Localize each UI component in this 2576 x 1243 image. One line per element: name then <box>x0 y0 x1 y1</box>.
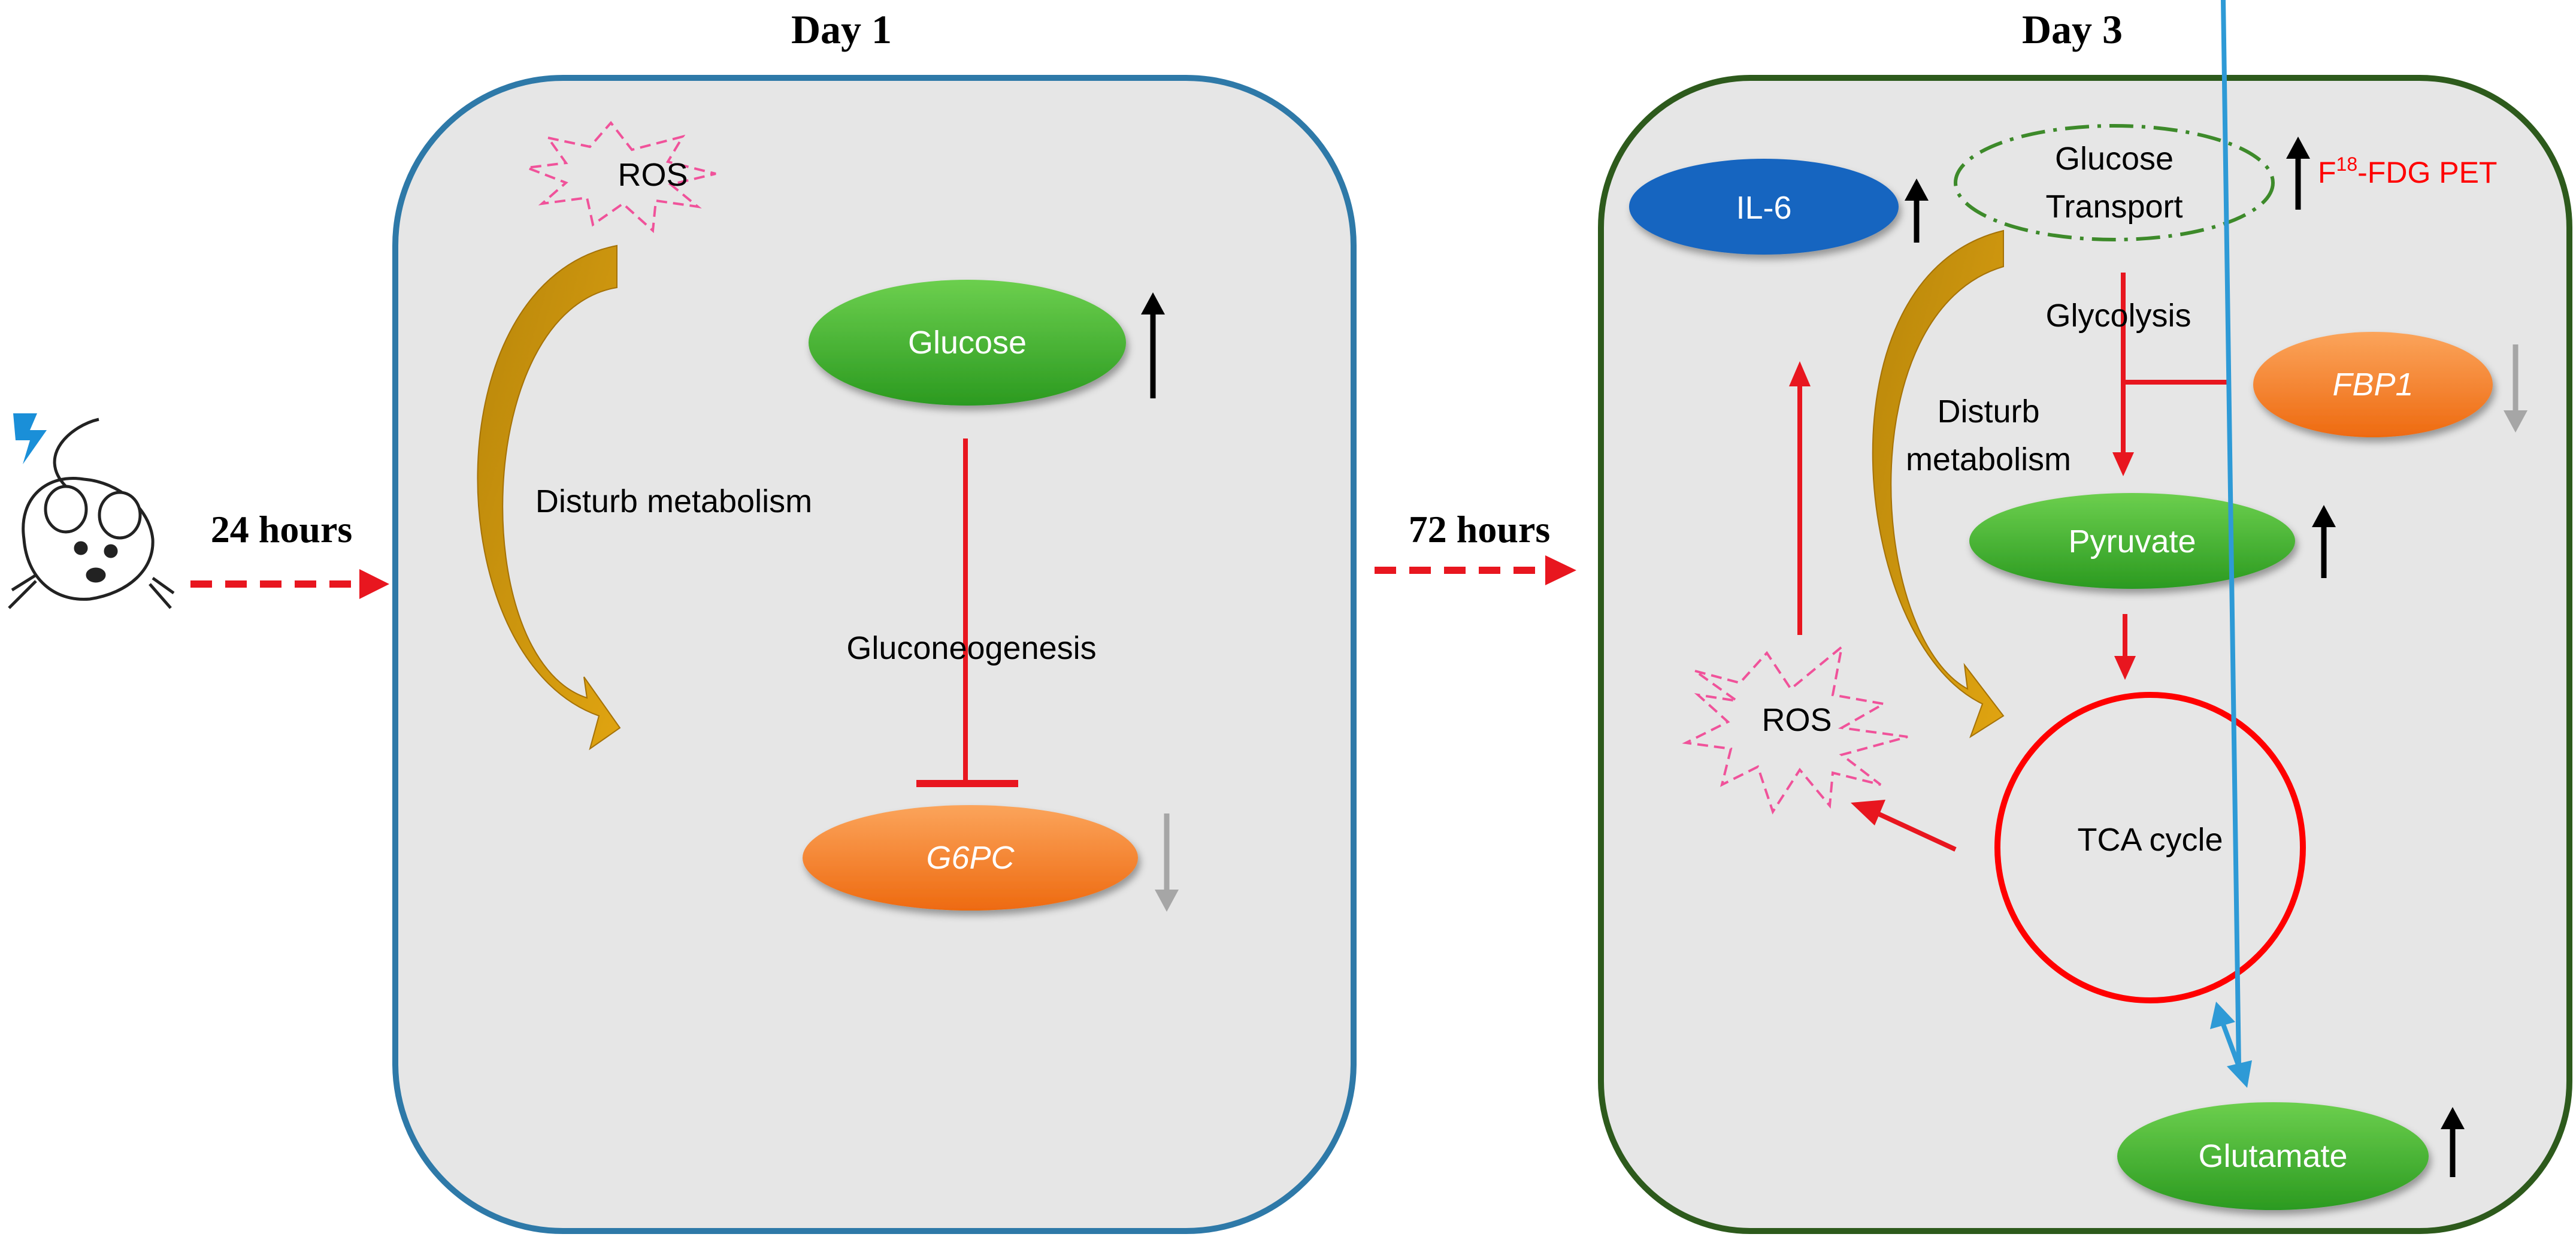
ros-label-day3: ROS <box>1761 702 1832 738</box>
disturb-label-day3-line2: metabolism <box>1906 441 2071 477</box>
il6-node <box>1629 159 1899 255</box>
pyruvate-up-arrow <box>2312 505 2336 578</box>
gluconeogenesis-label: Gluconeogenesis <box>846 630 1096 666</box>
curved-arrow-day3 <box>1872 229 2005 739</box>
tca-glutamate-bidirectional-arrow <box>2210 0 2252 1088</box>
glucose-up-arrow <box>1141 292 1165 398</box>
glucose-label: Glucose <box>908 325 1027 361</box>
g6pc-node <box>803 805 1138 911</box>
arrow-72-hours <box>1375 555 1576 585</box>
label-24-hours: 24 hours <box>211 508 353 551</box>
fbp1-node <box>2253 332 2493 437</box>
ros-label-day1: ROS <box>617 157 688 193</box>
glucose-transport-node <box>1954 124 2275 241</box>
glycolysis-label: Glycolysis <box>2045 298 2191 334</box>
glucose-transport-up-arrow <box>2286 137 2310 210</box>
g6pc-down-arrow <box>1155 813 1179 912</box>
ros-burst-day1 <box>526 120 716 234</box>
pyruvate-label: Pyruvate <box>2068 524 2196 559</box>
ros-burst-day3 <box>1682 643 1908 815</box>
glucose-transport-line2: Transport <box>2045 189 2183 225</box>
glutamate-node <box>2117 1102 2429 1210</box>
day1-title: Day 1 <box>791 7 892 52</box>
pyruvate-to-tca-arrow <box>2114 614 2136 680</box>
g6pc-label: G6PC <box>926 840 1015 876</box>
pet-label: F18-FDG PET <box>2318 153 2497 189</box>
glucose-node <box>809 280 1126 406</box>
fbp1-down-arrow <box>2504 344 2527 433</box>
lightning-icon <box>13 413 47 464</box>
curved-arrow-day1 <box>477 244 621 751</box>
mouse-icon <box>8 418 175 609</box>
tca-to-ros-arrow <box>1851 800 1957 852</box>
disturb-label-day3-line1: Disturb <box>1937 394 2039 430</box>
tca-cycle-node <box>1994 692 2306 1003</box>
arrow-24-hours <box>190 569 389 599</box>
glutamate-label: Glutamate <box>2198 1138 2347 1174</box>
glycolysis-arrow <box>2112 273 2134 476</box>
glucose-transport-line1: Glucose <box>2055 141 2174 177</box>
glutamate-up-arrow <box>2441 1107 2465 1177</box>
gluconeogenesis-inhibit-line <box>916 438 1018 787</box>
label-72-hours: 72 hours <box>1409 508 1551 551</box>
pyruvate-node <box>1969 493 2295 589</box>
fbp1-label: FBP1 <box>2332 367 2413 403</box>
ros-to-il6-arrow <box>1789 361 1811 635</box>
tca-cycle-label: TCA cycle <box>2077 822 2223 858</box>
il6-label: IL-6 <box>1736 190 1791 226</box>
il6-up-arrow <box>1905 179 1929 243</box>
day3-title: Day 3 <box>2022 7 2123 52</box>
disturb-label-day1: Disturb metabolism <box>535 483 812 519</box>
